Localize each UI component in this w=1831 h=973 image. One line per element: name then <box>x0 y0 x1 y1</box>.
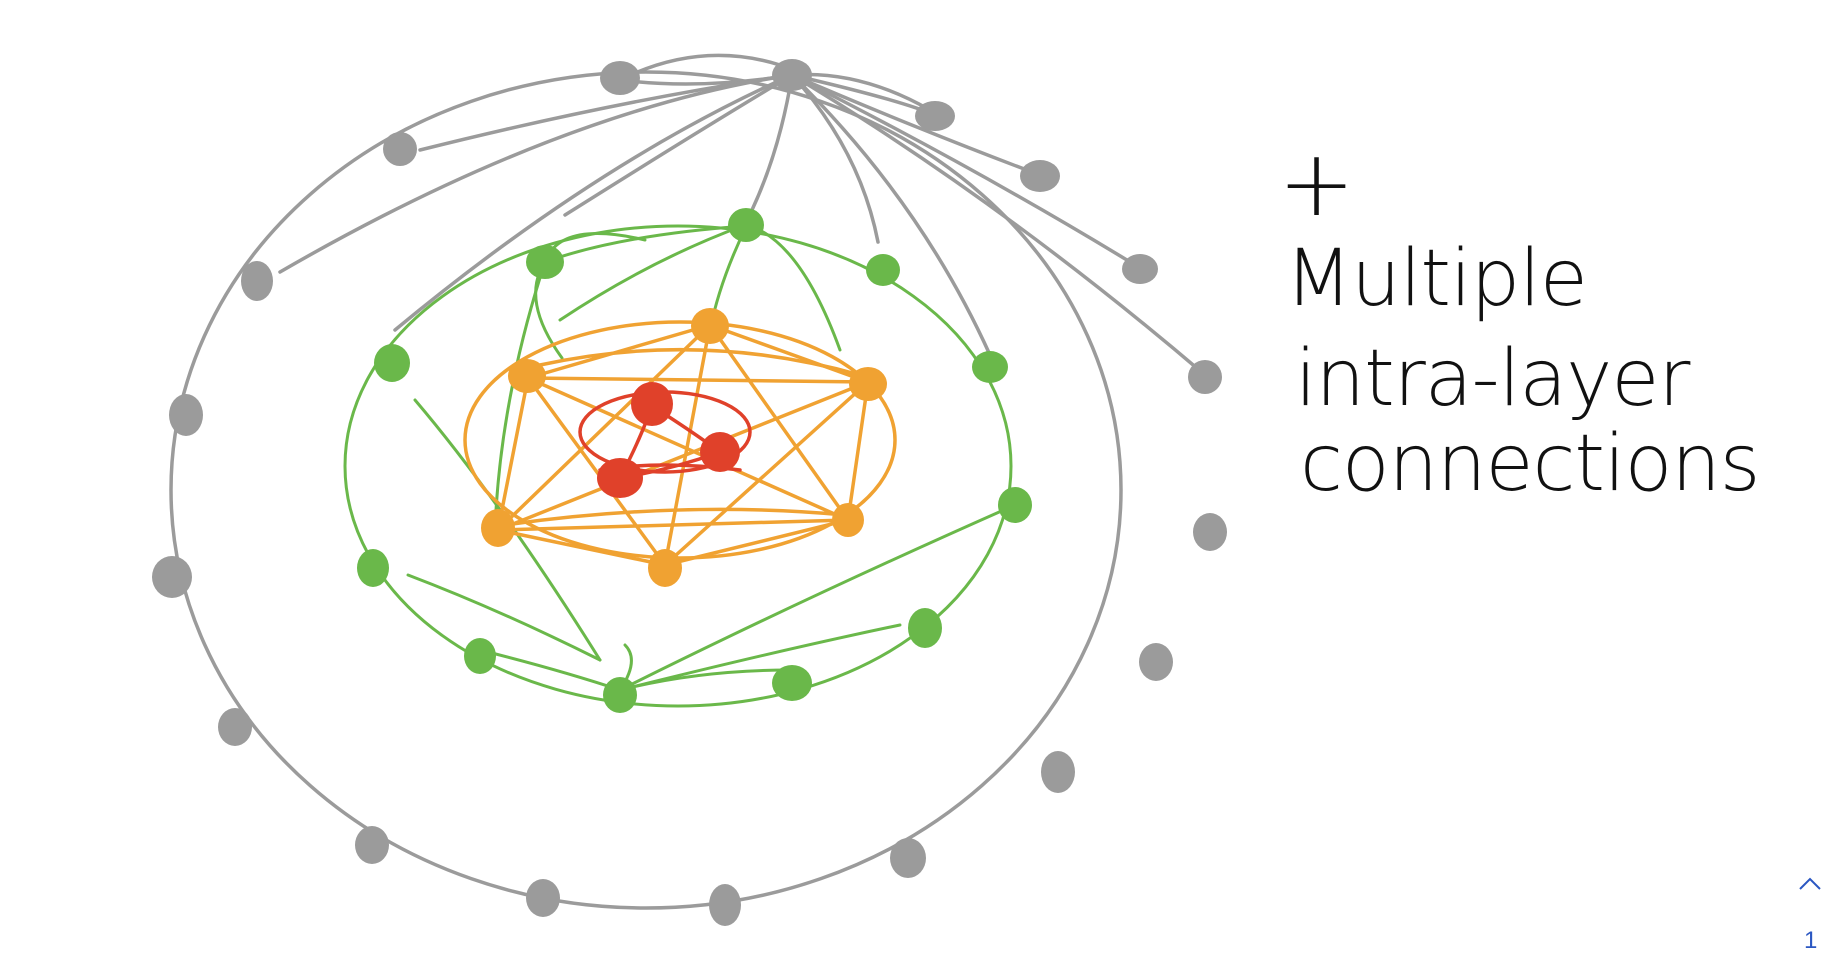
outer-node <box>526 879 560 917</box>
inner-intra-edge <box>708 323 850 522</box>
inner-layer <box>463 320 897 567</box>
middle-node <box>866 254 900 286</box>
outer-node <box>169 394 203 436</box>
outer-intra-edge <box>790 73 1042 177</box>
outer-node <box>1139 643 1173 681</box>
outer-node <box>1188 360 1222 394</box>
annotation-plus-symbol: + <box>1278 130 1355 237</box>
inner-node <box>648 549 682 587</box>
annotation-line-1: Multiple <box>1285 234 1587 324</box>
chevron-up-icon[interactable] <box>1797 871 1823 897</box>
outer-intra-edge <box>790 73 880 244</box>
outer-intra-edge <box>393 73 794 332</box>
outer-node <box>152 556 192 598</box>
inner-layer-nodes <box>481 308 887 587</box>
outer-node <box>1020 160 1060 192</box>
inner-node <box>832 503 864 537</box>
middle-intra-edge <box>543 224 747 264</box>
inner-intra-edge <box>663 518 850 567</box>
inner-node <box>508 359 546 393</box>
outer-intra-edge <box>790 73 1207 377</box>
page-navigation: 1 <box>1787 853 1831 973</box>
inner-intra-edge <box>846 380 870 522</box>
outer-node <box>600 61 640 95</box>
outer-node <box>915 101 955 131</box>
outer-intra-edge <box>563 73 794 217</box>
inner-layer-ring <box>463 320 897 560</box>
outer-intra-edge <box>618 53 782 82</box>
page-number: 1 <box>1804 927 1818 954</box>
inner-intra-edge <box>538 347 862 377</box>
outer-node <box>355 826 389 864</box>
outer-node <box>1041 751 1075 793</box>
inner-intra-edge <box>496 323 712 532</box>
core-node <box>597 458 643 498</box>
annotation-line-2: intra-layer <box>1295 334 1690 424</box>
outer-node <box>218 708 252 746</box>
inner-intra-edge <box>663 380 870 567</box>
middle-node <box>464 638 496 674</box>
annotation: + Multiple intra-layer connections <box>1278 130 1760 509</box>
middle-node <box>972 351 1008 383</box>
middle-intra-edge <box>558 223 747 322</box>
outer-layer-ring <box>169 70 1123 910</box>
outer-node <box>890 838 926 878</box>
outer-intra-edge <box>750 73 794 212</box>
outer-intra-edge <box>790 73 1142 270</box>
outer-intra-edge <box>278 73 794 274</box>
inner-intra-edge <box>496 518 850 532</box>
middle-node <box>357 549 389 587</box>
inner-intra-edge <box>708 323 870 384</box>
inner-intra-edge <box>496 376 530 532</box>
middle-node <box>728 208 764 242</box>
outer-node <box>772 59 812 91</box>
inner-intra-edge <box>496 380 870 532</box>
annotation-line-3: connections <box>1300 419 1759 509</box>
middle-node <box>526 245 564 279</box>
outer-node <box>383 132 417 166</box>
outer-node <box>241 261 273 301</box>
inner-node <box>691 308 729 344</box>
middle-node <box>998 487 1032 523</box>
middle-layer-ring <box>343 224 1013 708</box>
inner-intra-edge <box>503 507 847 527</box>
outer-node <box>1193 513 1227 551</box>
middle-intra-edge <box>406 573 602 662</box>
inner-intra-edge <box>496 528 667 567</box>
middle-intra-edge <box>618 668 792 692</box>
middle-node <box>772 665 812 701</box>
middle-intra-edge <box>493 260 547 532</box>
middle-node <box>603 677 637 713</box>
middle-layer-nodes <box>357 208 1032 713</box>
outer-node <box>709 884 741 926</box>
outer-layer-nodes <box>152 59 1227 926</box>
core-layer-nodes <box>597 382 740 498</box>
middle-node <box>374 344 410 382</box>
outer-intra-edge <box>790 73 992 357</box>
middle-node <box>908 608 942 648</box>
middle-intra-edge <box>618 503 1017 692</box>
inner-node <box>849 367 887 401</box>
core-node <box>700 432 740 472</box>
core-node <box>631 382 673 426</box>
inner-node <box>481 509 515 547</box>
outer-node <box>1122 254 1158 284</box>
inner-intra-edge <box>526 376 667 567</box>
